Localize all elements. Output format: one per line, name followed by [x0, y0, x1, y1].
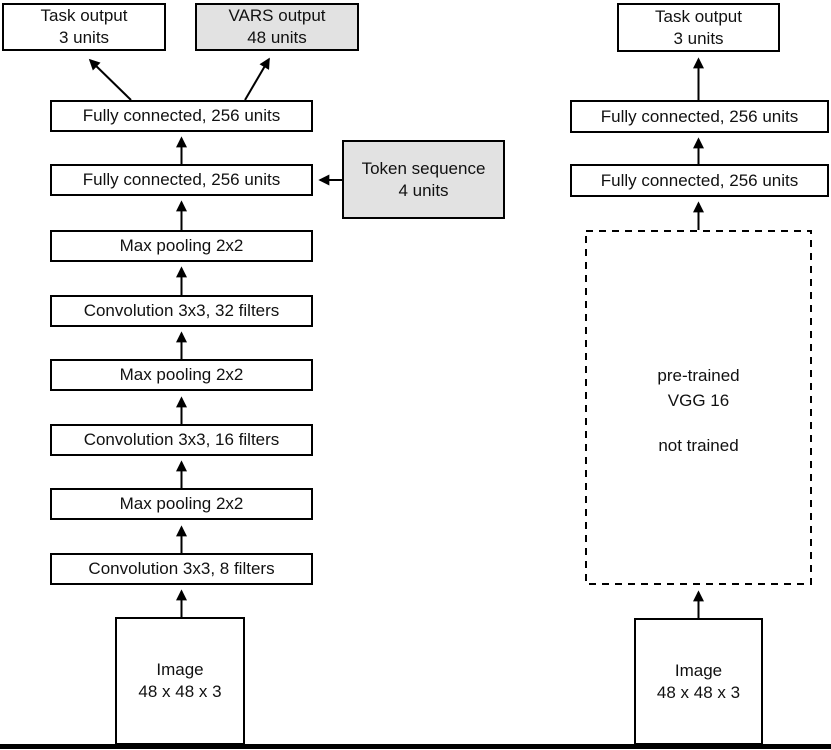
left-image-line2: 48 x 48 x 3 [138, 682, 222, 701]
vars-output-line1: VARS output [228, 6, 326, 25]
left-task-output-line1: Task output [40, 6, 128, 25]
token-sequence-line1: Token sequence [361, 158, 486, 178]
left-conv16-box: Convolution 3x3, 16 filters [50, 424, 313, 456]
left-fc2-box: Fully connected, 256 units [50, 164, 313, 196]
vgg-label: pre-trained VGG 16 not trained [586, 363, 811, 458]
right-fc1-box: Fully connected, 256 units [570, 100, 829, 133]
right-image-line2: 48 x 48 x 3 [656, 682, 741, 702]
right-fc2-box: Fully connected, 256 units [570, 164, 829, 197]
left-maxpool2-box: Max pooling 2x2 [50, 359, 313, 391]
left-maxpool1-label: Max pooling 2x2 [119, 236, 244, 255]
left-conv32-box: Convolution 3x3, 32 filters [50, 295, 313, 327]
vars-output-line2: 48 units [247, 28, 307, 47]
left-image-line1: Image [156, 660, 204, 679]
vgg-line3: not trained [658, 436, 739, 455]
right-task-output-box: Task output 3 units [617, 3, 780, 52]
left-maxpool1-box: Max pooling 2x2 [50, 230, 313, 262]
right-image-line1: Image [674, 660, 723, 680]
left-fc1-label: Fully connected, 256 units [82, 106, 281, 125]
arrow-fc1-to-task-output [88, 58, 132, 101]
right-task-output-line2: 3 units [673, 28, 724, 48]
right-task-output-line1: Task output [655, 6, 742, 26]
left-image-input-box: Image 48 x 48 x 3 [115, 617, 245, 745]
left-fc2-label: Fully connected, 256 units [82, 170, 281, 189]
right-fc2-label: Fully connected, 256 units [600, 170, 799, 190]
token-sequence-box: Token sequence 4 units [342, 140, 505, 219]
right-image-input-box: Image 48 x 48 x 3 [634, 618, 763, 745]
bottom-baseline-rule [0, 744, 831, 749]
left-task-output-box: Task output 3 units [2, 3, 166, 51]
left-maxpool2-label: Max pooling 2x2 [119, 365, 244, 384]
left-conv32-label: Convolution 3x3, 32 filters [83, 301, 280, 320]
left-maxpool3-box: Max pooling 2x2 [50, 488, 313, 520]
right-fc1-label: Fully connected, 256 units [600, 106, 799, 126]
left-conv16-label: Convolution 3x3, 16 filters [83, 430, 280, 449]
arrow-fc1-to-vars-output [244, 57, 270, 101]
vgg-line2: VGG 16 [667, 391, 730, 410]
vars-output-box: VARS output 48 units [195, 3, 359, 51]
left-conv8-label: Convolution 3x3, 8 filters [88, 559, 275, 578]
left-maxpool3-label: Max pooling 2x2 [119, 494, 244, 513]
left-task-output-line2: 3 units [58, 28, 110, 47]
token-sequence-line2: 4 units [398, 180, 449, 200]
left-conv8-box: Convolution 3x3, 8 filters [50, 553, 313, 585]
left-fc1-box: Fully connected, 256 units [50, 100, 313, 132]
vgg-line1: pre-trained [657, 366, 740, 385]
